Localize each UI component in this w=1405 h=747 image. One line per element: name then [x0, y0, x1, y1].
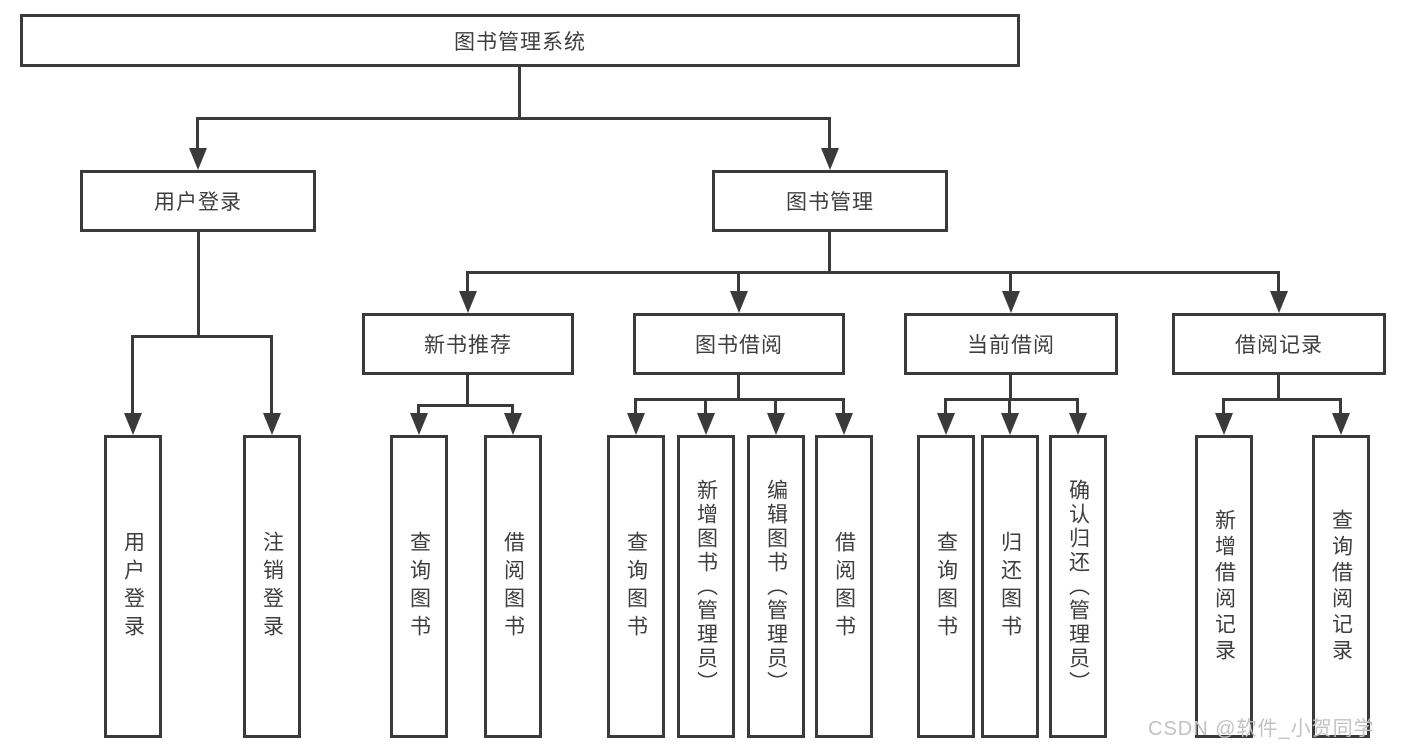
connector-user-login-vline — [197, 232, 200, 338]
arrow-down-leaf-user-login — [131, 335, 134, 413]
leaf-borrow-book-1: 借阅图书 — [484, 435, 542, 738]
arrow-down-leaf-return-book — [1008, 398, 1011, 413]
connector-root-bus — [196, 117, 831, 120]
node-root-system: 图书管理系统 — [20, 14, 1020, 67]
leaf-query-book-3: 查询图书 — [917, 435, 975, 738]
leaf-borrow-book-1-label: 借阅图书 — [501, 530, 525, 643]
leaf-add-book-admin: 新增图书（管理员） — [677, 435, 735, 738]
connector-borrow-records-vline — [1277, 375, 1280, 401]
leaf-edit-book-admin: 编辑图书（管理员） — [747, 435, 805, 738]
leaf-query-book-1-label: 查询图书 — [407, 530, 431, 643]
csdn-watermark: CSDN @软件_小贺同学 — [1148, 718, 1375, 740]
connector-current-borrow-vline — [1009, 375, 1012, 401]
leaf-query-book-2: 查询图书 — [607, 435, 665, 738]
connector-current-borrow-bus — [944, 398, 1079, 401]
node-new-book-recommend: 新书推荐 — [362, 313, 574, 375]
arrow-down-new-book — [466, 271, 469, 291]
leaf-confirm-return-admin-label: 确认归还（管理员） — [1066, 478, 1090, 695]
node-book-borrow: 图书借阅 — [633, 313, 845, 375]
arrow-down-leaf-query-record — [1339, 398, 1342, 413]
leaf-logout-label: 注销登录 — [260, 530, 284, 643]
arrow-down-user-login — [196, 117, 199, 148]
connector-root-vline — [518, 67, 521, 120]
leaf-query-borrow-record: 查询借阅记录 — [1312, 435, 1370, 738]
node-borrow-records-label: 借阅记录 — [1235, 334, 1323, 357]
arrow-down-leaf-logout — [270, 335, 273, 413]
arrow-down-borrow-records — [1277, 271, 1280, 291]
arrow-down-leaf-query-book-3 — [944, 398, 947, 413]
leaf-query-borrow-record-label: 查询借阅记录 — [1329, 508, 1353, 665]
arrow-down-leaf-borrow-book-1 — [511, 404, 514, 413]
leaf-add-book-admin-label: 新增图书（管理员） — [694, 478, 718, 695]
leaf-logout: 注销登录 — [243, 435, 301, 738]
node-book-borrow-label: 图书借阅 — [695, 334, 783, 357]
node-book-management: 图书管理 — [712, 170, 948, 232]
arrow-down-book-borrow — [737, 271, 740, 291]
arrow-down-leaf-query-book-2 — [634, 398, 637, 413]
connector-new-book-bus — [417, 404, 514, 407]
node-current-borrow: 当前借阅 — [904, 313, 1118, 375]
connector-borrow-records-bus — [1222, 398, 1342, 401]
connector-book-management-vline — [828, 232, 831, 274]
leaf-borrow-book-2-label: 借阅图书 — [832, 530, 856, 643]
leaf-edit-book-admin-label: 编辑图书（管理员） — [764, 478, 788, 695]
node-root-label: 图书管理系统 — [454, 30, 586, 54]
connector-book-borrow-bus — [634, 398, 845, 401]
node-new-book-recommend-label: 新书推荐 — [424, 334, 512, 357]
node-book-management-label: 图书管理 — [786, 191, 874, 214]
leaf-query-book-3-label: 查询图书 — [934, 530, 958, 643]
arrow-down-current-borrow — [1009, 271, 1012, 291]
connector-user-login-bus — [131, 335, 273, 338]
leaf-query-book-2-label: 查询图书 — [624, 530, 648, 643]
arrow-down-leaf-confirm-return — [1076, 398, 1079, 413]
leaf-add-borrow-record: 新增借阅记录 — [1195, 435, 1253, 738]
arrow-down-leaf-query-book-1 — [417, 404, 420, 413]
node-borrow-records: 借阅记录 — [1172, 313, 1386, 375]
leaf-return-book: 归还图书 — [981, 435, 1039, 738]
leaf-confirm-return-admin: 确认归还（管理员） — [1049, 435, 1107, 738]
leaf-borrow-book-2: 借阅图书 — [815, 435, 873, 738]
connector-book-borrow-vline — [737, 375, 740, 401]
arrow-down-book-management — [828, 117, 831, 148]
connector-book-management-bus — [466, 271, 1280, 274]
node-user-login-label: 用户登录 — [154, 191, 242, 214]
leaf-user-login: 用户登录 — [104, 435, 162, 738]
node-current-borrow-label: 当前借阅 — [967, 334, 1055, 357]
connector-new-book-vline — [466, 375, 469, 407]
arrow-down-leaf-add-book — [704, 398, 707, 413]
leaf-user-login-label: 用户登录 — [121, 530, 145, 643]
arrow-down-leaf-edit-book — [774, 398, 777, 413]
arrow-down-leaf-add-record — [1222, 398, 1225, 413]
node-user-login: 用户登录 — [80, 170, 316, 232]
arrow-down-leaf-borrow-book-2 — [842, 398, 845, 413]
leaf-add-borrow-record-label: 新增借阅记录 — [1212, 508, 1236, 665]
leaf-return-book-label: 归还图书 — [998, 530, 1022, 643]
leaf-query-book-1: 查询图书 — [390, 435, 448, 738]
